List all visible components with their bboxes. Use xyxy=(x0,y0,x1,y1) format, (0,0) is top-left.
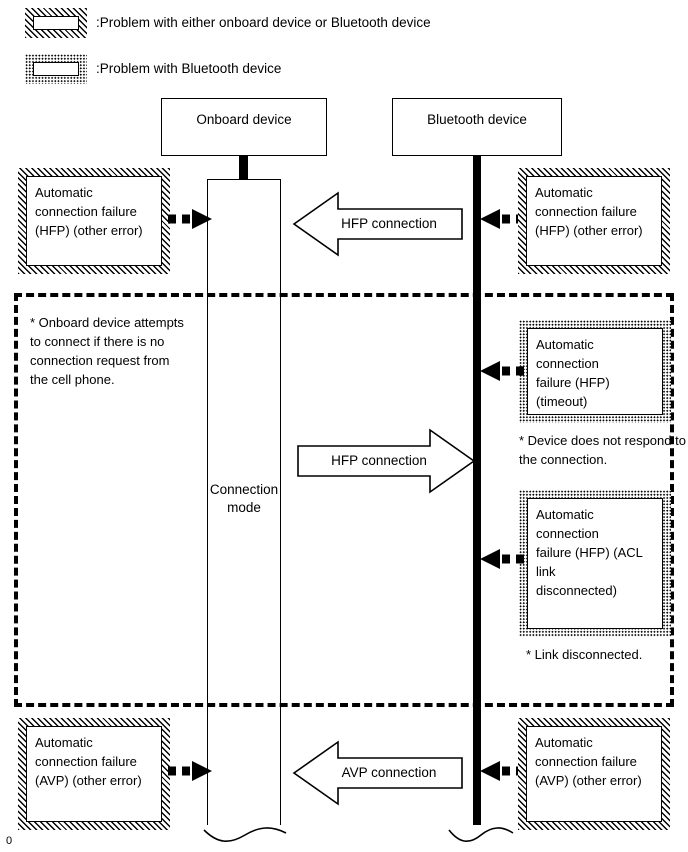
dashed-arrow-acl-link xyxy=(476,546,524,572)
corner-mark-zero: 0 xyxy=(6,835,13,847)
error-box-top-right-text: Automatic connection failure (HFP) (othe… xyxy=(535,185,643,238)
error-box-inner: Automatic connection failure (AVP) (othe… xyxy=(526,726,662,822)
error-box-inner: Automatic connection failure (HFP) (ACL … xyxy=(527,498,663,629)
onboard-header-stem xyxy=(239,156,248,180)
legend-item-dotted: :Problem with Bluetooth device xyxy=(0,46,688,90)
error-box-bottom-left: Automatic connection failure (AVP) (othe… xyxy=(18,718,170,830)
connection-mode-column xyxy=(207,179,281,825)
error-box-timeout: Automatic connection failure (HFP) (time… xyxy=(519,320,671,423)
error-box-top-left-text: Automatic connection failure (HFP) (othe… xyxy=(35,185,143,238)
legend-swatch-inner xyxy=(33,62,79,76)
header-label-bluetooth-device: Bluetooth device xyxy=(427,112,527,127)
error-box-bottom-right: Automatic connection failure (AVP) (othe… xyxy=(518,718,670,830)
header-label-onboard-device: Onboard device xyxy=(196,112,292,127)
error-box-acl-link: Automatic connection failure (HFP) (ACL … xyxy=(519,490,671,637)
dashed-arrow-timeout xyxy=(476,358,524,384)
legend-swatch-dotted-box xyxy=(25,54,87,84)
connection-column-break-squiggle xyxy=(203,827,287,842)
legend-item-hatched: :Problem with either onboard device or B… xyxy=(0,0,688,44)
dashed-arrow-bottom-left xyxy=(168,758,216,784)
error-box-top-right: Automatic connection failure (HFP) (othe… xyxy=(518,168,670,274)
header-box-onboard-device: Onboard device xyxy=(161,98,327,156)
legend-label-hatched: :Problem with either onboard device or B… xyxy=(96,15,431,30)
error-box-timeout-text: Automatic connection failure (HFP) (time… xyxy=(536,337,610,409)
error-box-inner: Automatic connection failure (HFP) (othe… xyxy=(26,176,162,266)
bluetooth-lifeline-break-squiggle xyxy=(448,827,514,842)
header-box-bluetooth-device: Bluetooth device xyxy=(392,98,562,156)
legend-label-dotted: :Problem with Bluetooth device xyxy=(96,61,282,76)
error-box-inner: Automatic connection failure (HFP) (othe… xyxy=(526,176,662,266)
block-arrow-hfp-connection-middle: HFP connection xyxy=(296,428,476,494)
dashed-arrow-bottom-right xyxy=(476,758,524,784)
error-box-bottom-left-text: Automatic connection failure (AVP) (othe… xyxy=(35,735,142,788)
legend-swatch-inner xyxy=(33,16,79,30)
dashed-arrow-top-left xyxy=(168,206,216,232)
error-box-acl-link-text: Automatic connection failure (HFP) (ACL … xyxy=(536,507,643,598)
error-box-top-left: Automatic connection failure (HFP) (othe… xyxy=(18,168,170,274)
block-arrow-avp-connection-bottom: AVP connection xyxy=(292,740,464,806)
dashed-arrow-top-right xyxy=(476,206,524,232)
error-box-inner: Automatic connection failure (HFP) (time… xyxy=(527,328,663,415)
legend-swatch-hatched-box xyxy=(25,8,87,38)
note-device-no-response: * Device does not respond to the connect… xyxy=(519,433,686,467)
middle-section-dashed-region xyxy=(14,293,674,707)
connection-mode-label: Connection mode xyxy=(209,482,279,515)
note-onboard-attempts: * Onboard device attempts to connect if … xyxy=(30,315,184,387)
block-arrow-hfp-connection-top: HFP connection xyxy=(292,191,464,257)
bluetooth-lifeline xyxy=(473,156,481,825)
block-arrow-label-middle: HFP connection xyxy=(331,453,427,468)
note-link-disconnected: * Link disconnected. xyxy=(526,647,643,662)
block-arrow-label-top: HFP connection xyxy=(341,216,437,231)
block-arrow-label-bottom: AVP connection xyxy=(341,765,437,780)
error-box-inner: Automatic connection failure (AVP) (othe… xyxy=(26,726,162,822)
error-box-bottom-right-text: Automatic connection failure (AVP) (othe… xyxy=(535,735,642,788)
